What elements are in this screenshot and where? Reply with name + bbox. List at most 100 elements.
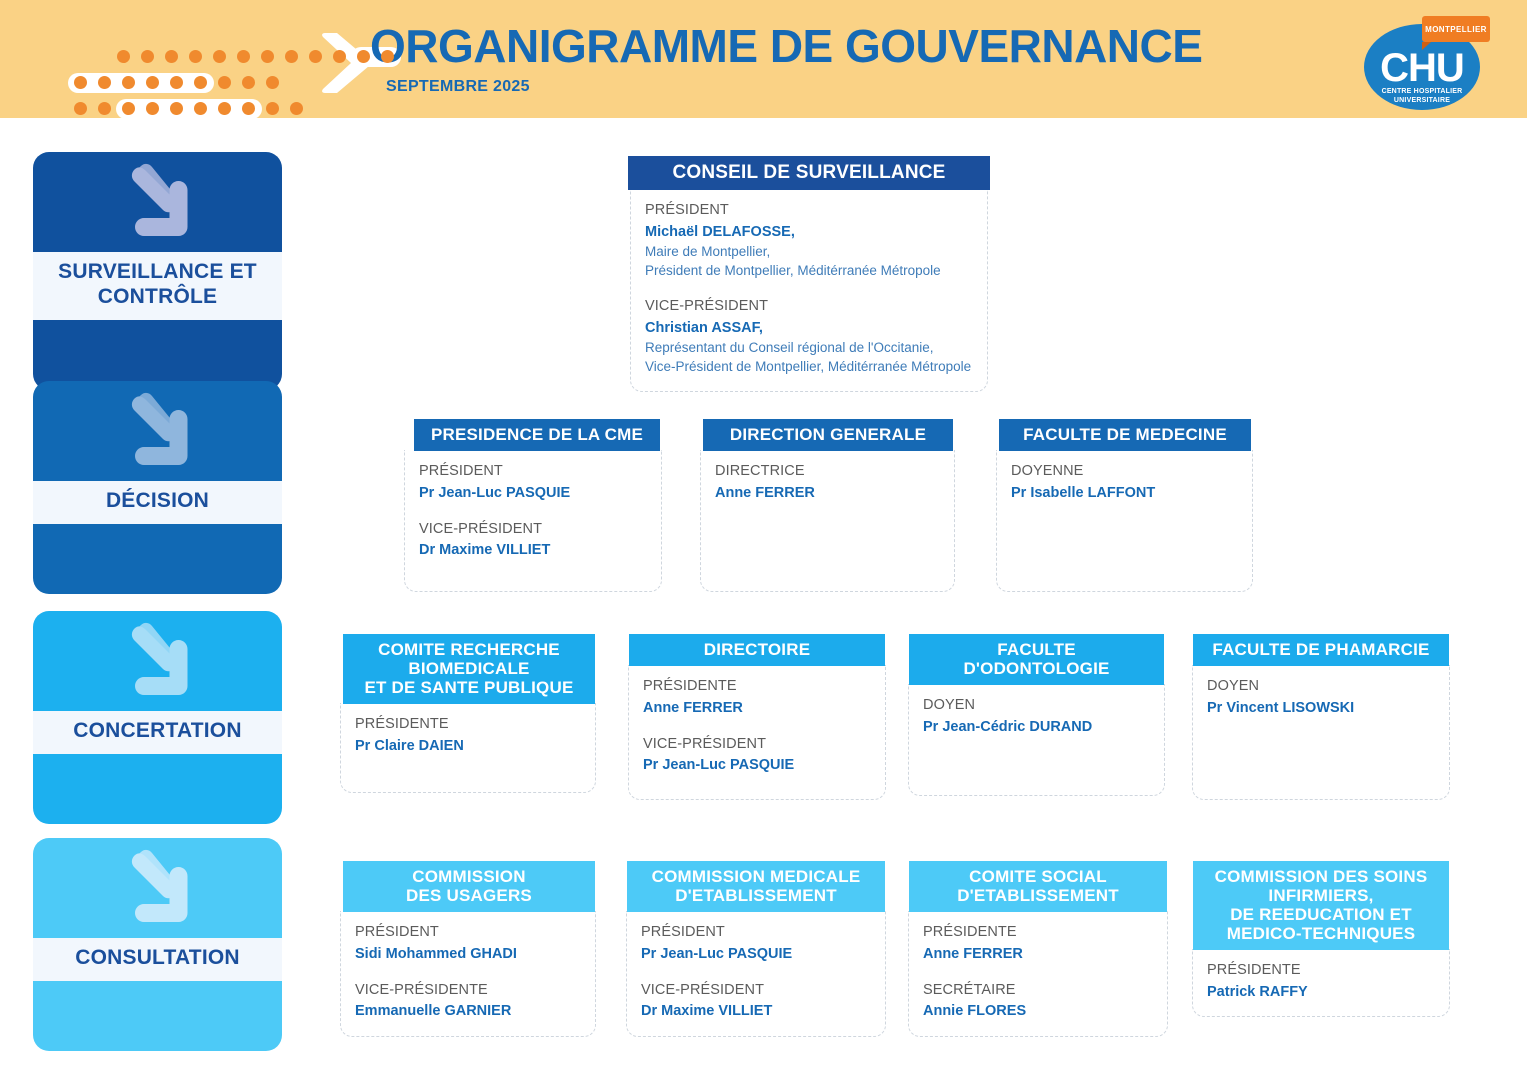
entry-person: Pr Jean-Luc PASQUIE [419, 484, 571, 501]
dot-row-1 [117, 47, 405, 67]
dot [165, 50, 178, 63]
entry-role: DIRECTRICE [715, 463, 805, 480]
dot [285, 50, 298, 63]
sidebar-icon-zone [33, 611, 282, 711]
chevron-right-icon [307, 30, 387, 96]
dot [381, 50, 394, 63]
entry-person: Pr Claire DAIEN [355, 737, 464, 754]
dot [290, 102, 303, 115]
org-card[interactable]: CONSEIL DE SURVEILLANCE PRÉSIDENT Michaël … [628, 156, 990, 392]
sidebar-item-footer [33, 320, 282, 390]
org-card-title: CONSEIL DE SURVEILLANCE [628, 156, 990, 191]
dot [122, 76, 135, 89]
entry-person: Christian ASSAF, [645, 320, 763, 336]
entry-role: VICE-PRÉSIDENT [641, 981, 765, 998]
org-card-title: DIRECTION GENERALE [703, 419, 953, 452]
dot-pill [116, 99, 262, 119]
entry-role: SECRÉTAIRE [923, 981, 1016, 998]
page-title: ORGANIGRAMME DE GOUVERNANCE [370, 20, 1203, 72]
dot [117, 50, 130, 63]
sidebar-item-d-cision[interactable]: DÉCISION [33, 381, 282, 594]
org-card-entry: PRÉSIDENTE Pr Claire DAIEN [355, 715, 581, 756]
entry-role: PRÉSIDENTE [355, 716, 449, 733]
sidebar-icon-zone [33, 381, 282, 481]
arrow-down-right-icon [116, 389, 200, 473]
entry-person: Sidi Mohammed GHADI [355, 945, 517, 962]
dot [266, 76, 279, 89]
org-card[interactable]: DIRECTION GENERALE DIRECTRICE Anne FERRER [700, 419, 955, 593]
entry-person: Pr Jean-Luc PASQUIE [643, 757, 795, 774]
org-card-title: DIRECTOIRE [629, 634, 885, 667]
entry-role: PRÉSIDENT [645, 202, 729, 219]
entry-detail: Vice-Président de Montpellier, Méditérra… [645, 359, 972, 375]
decorative-dotted-arrow [62, 24, 401, 119]
sidebar-item-concertation[interactable]: CONCERTATION [33, 611, 282, 824]
dot [170, 76, 183, 89]
arrow-down-right-icon [116, 160, 200, 244]
dot [74, 102, 87, 115]
entry-detail: Président de Montpellier, Méditérranée M… [645, 263, 941, 279]
org-card-entry: DIRECTRICE Anne FERRER [715, 462, 940, 503]
entry-role: VICE-PRÉSIDENT [419, 520, 543, 537]
sidebar-item-consultation[interactable]: CONSULTATION [33, 838, 282, 1051]
dot [98, 102, 111, 115]
entry-person: Pr Isabelle LAFFONT [1011, 484, 1156, 501]
dot [357, 50, 370, 63]
org-card-body: PRÉSIDENTE Pr Claire DAIEN [340, 703, 596, 794]
entry-person: Anne FERRER [923, 945, 1023, 962]
entry-detail: Maire de Montpellier, [645, 244, 771, 260]
entry-detail: Représentant du Conseil régional de l'Oc… [645, 340, 934, 356]
entry-person: Annie FLORES [923, 1003, 1027, 1020]
dot [242, 102, 255, 115]
entry-role: DOYEN [1207, 678, 1260, 695]
org-card-entry: SECRÉTAIRE Annie FLORES [923, 981, 1153, 1022]
entry-person: Michaël DELAFOSSE, [645, 223, 795, 240]
arrow-down-right-icon [116, 619, 200, 703]
dot [333, 50, 346, 63]
sidebar-item-footer [33, 524, 282, 594]
sidebar-item-label: DÉCISION [33, 481, 282, 524]
sidebar-item-footer [33, 754, 282, 824]
sidebar-icon-zone [33, 838, 282, 938]
page-header: ORGANIGRAMME DE GOUVERNANCE SEPTEMBRE 20… [0, 0, 1527, 119]
entry-person: Dr Maxime VILLIET [641, 1003, 773, 1020]
entry-role: VICE-PRÉSIDENT [645, 298, 769, 315]
org-card-title: FACULTE DE MEDECINE [999, 419, 1251, 452]
entry-person: Anne FERRER [715, 484, 815, 501]
page-subtitle: SEPTEMBRE 2025 [386, 78, 530, 95]
dot [213, 50, 226, 63]
sidebar-item-footer [33, 981, 282, 1051]
sidebar-item-label: CONSULTATION [33, 938, 282, 981]
